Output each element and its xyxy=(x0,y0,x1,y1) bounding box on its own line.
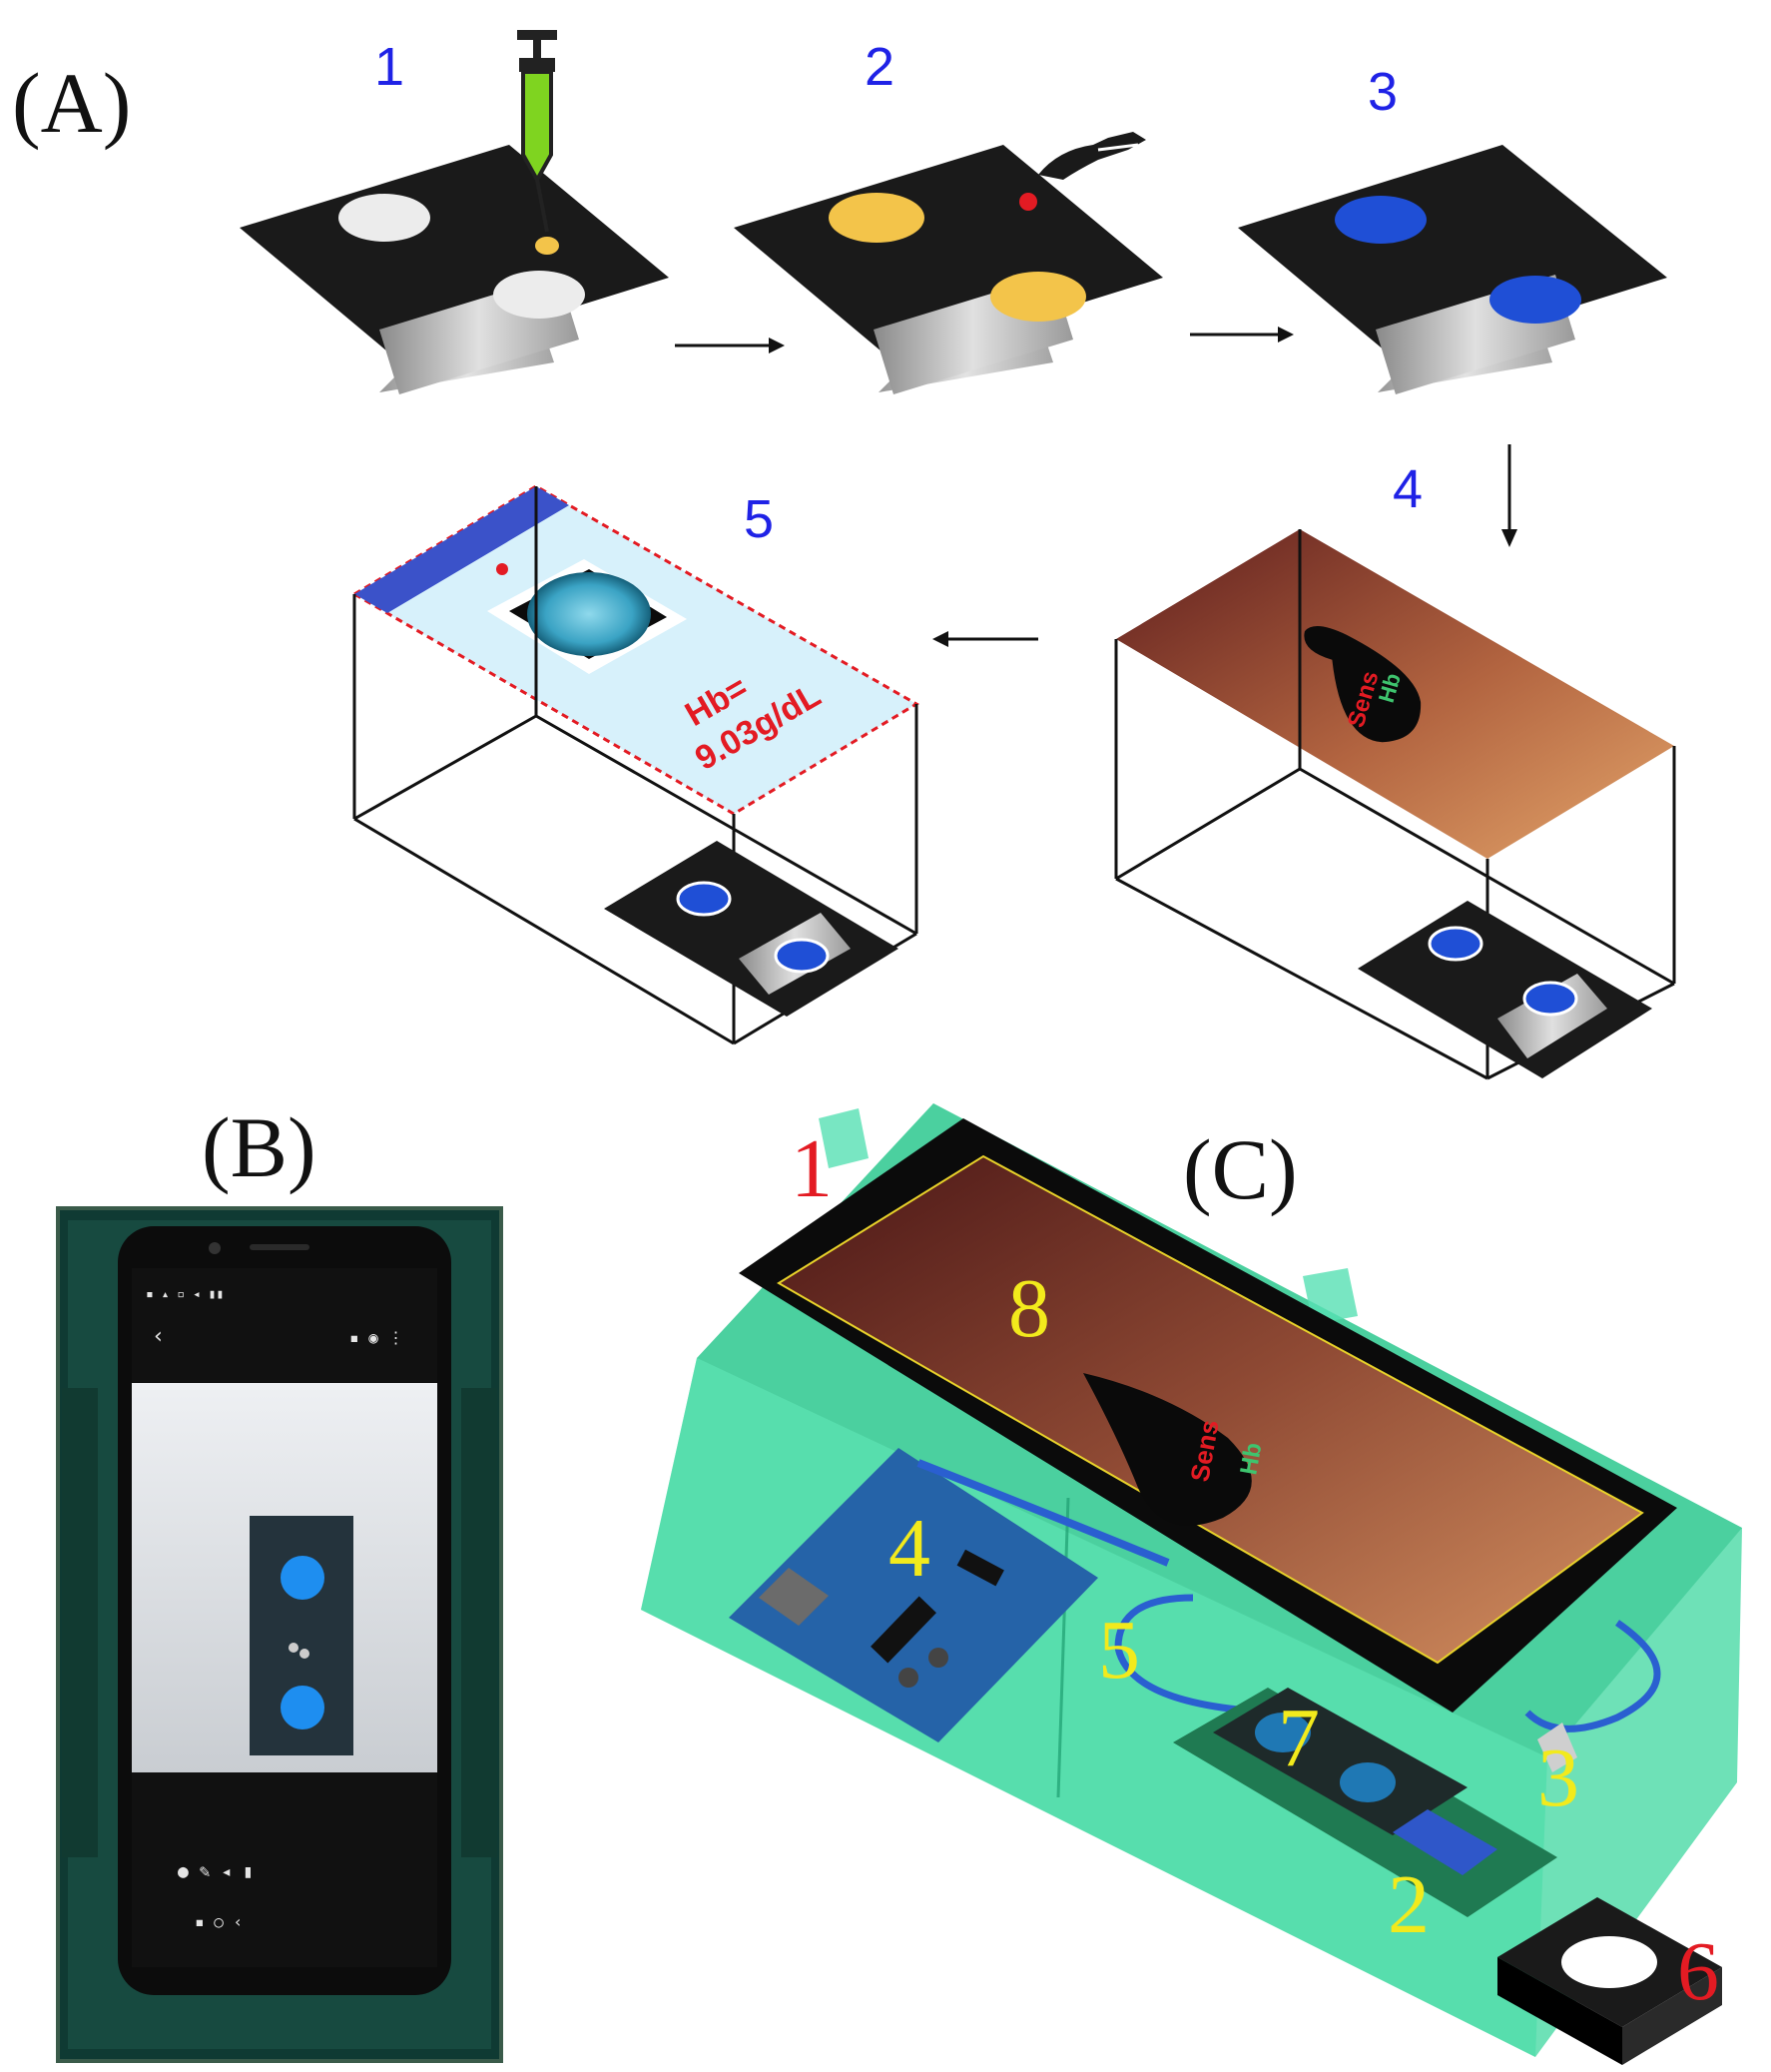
well-blue-icon xyxy=(1335,196,1427,244)
action-bar-icons: ● ✎ ◂ ▮ xyxy=(178,1861,254,1882)
phone-screen-result xyxy=(351,484,919,816)
well-yellow-icon xyxy=(829,193,924,243)
step5-device: Hb= 9.03g/dL xyxy=(351,484,919,1045)
panel-label-a: (A) xyxy=(12,55,131,151)
phone-photo: ▪ ▴ ▫ ◂ ▮▮ ‹ ▪ ◉ ⋮ ● ✎ ◂ ▮ ▪ ○ ‹ xyxy=(56,1206,503,2063)
step-number-5: 5 xyxy=(744,489,774,549)
well-blue-icon xyxy=(281,1556,324,1600)
nav-bar-icons: ▪ ○ ‹ xyxy=(195,1912,243,1931)
speaker-grille xyxy=(250,1244,309,1250)
cable-icon xyxy=(916,1459,1170,1567)
step-number-4: 4 xyxy=(1393,459,1423,519)
phone-status-bar: ▪ ▴ ▫ ◂ ▮▮ xyxy=(146,1287,224,1302)
drop-logo-icon xyxy=(1304,626,1422,743)
arrow-down-icon xyxy=(1501,444,1517,547)
component-label-1: 1 xyxy=(791,1122,833,1215)
panel-label-b: (B) xyxy=(202,1099,316,1195)
well-yellow-icon xyxy=(990,272,1086,322)
step3-strip xyxy=(1238,145,1667,394)
well-blue-icon xyxy=(1255,1713,1311,1752)
component-label-6: 6 xyxy=(1677,1925,1719,2018)
well-blue-icon xyxy=(1489,276,1581,324)
step4-device: Sens Hb xyxy=(1114,529,1676,1080)
sample-drop-icon xyxy=(535,237,559,255)
drop-logo-icon xyxy=(1083,1373,1252,1526)
well-empty-icon xyxy=(493,271,585,319)
phone-screen-sens xyxy=(777,1154,1644,1665)
step2-strip xyxy=(734,145,1163,394)
component-label-4: 4 xyxy=(888,1502,930,1595)
captured-well-image xyxy=(527,572,651,656)
component-label-7: 7 xyxy=(1278,1692,1320,1784)
component-label-3: 3 xyxy=(1537,1731,1579,1824)
front-camera-icon xyxy=(209,1242,221,1254)
cable-icon xyxy=(1114,1594,1239,1714)
device-3d-render: Sens Hb xyxy=(641,1103,1742,2065)
arduino-board-4 xyxy=(729,1448,1098,1742)
hand-dropper-icon xyxy=(1038,132,1146,180)
hb-word: Hb xyxy=(1235,1441,1267,1477)
component-label-5: 5 xyxy=(1098,1604,1140,1697)
led-3 xyxy=(1537,1723,1577,1772)
app-logo-icon xyxy=(496,563,508,575)
well-blue-icon xyxy=(1428,926,1483,962)
well-blue-icon xyxy=(1340,1762,1396,1802)
well-blue-icon xyxy=(676,881,732,917)
cable-icon xyxy=(1524,1620,1661,1732)
light-sensor-2 xyxy=(1393,1809,1497,1875)
step1-strip xyxy=(240,145,669,394)
red-dot-icon xyxy=(1019,193,1037,211)
arrow-right-icon xyxy=(675,338,785,353)
step-number-3: 3 xyxy=(1368,62,1398,122)
arrow-left-icon xyxy=(932,631,1038,647)
arrow-right-icon xyxy=(1190,327,1294,343)
back-icon: ‹ xyxy=(152,1324,165,1349)
toolbar-icons: ▪ ◉ ⋮ xyxy=(349,1328,404,1347)
well-empty-icon xyxy=(338,194,430,242)
step-number-1: 1 xyxy=(374,37,404,97)
panel-label-c: (C) xyxy=(1183,1121,1298,1217)
app-titlebar xyxy=(354,486,569,613)
well-blue-icon xyxy=(774,938,830,974)
component-label-8: 8 xyxy=(1008,1262,1050,1355)
well-blue-icon xyxy=(281,1686,324,1729)
component-label-2: 2 xyxy=(1388,1858,1430,1951)
well-blue-icon xyxy=(1522,981,1578,1017)
step-number-2: 2 xyxy=(865,37,894,97)
syringe-icon xyxy=(517,30,557,233)
